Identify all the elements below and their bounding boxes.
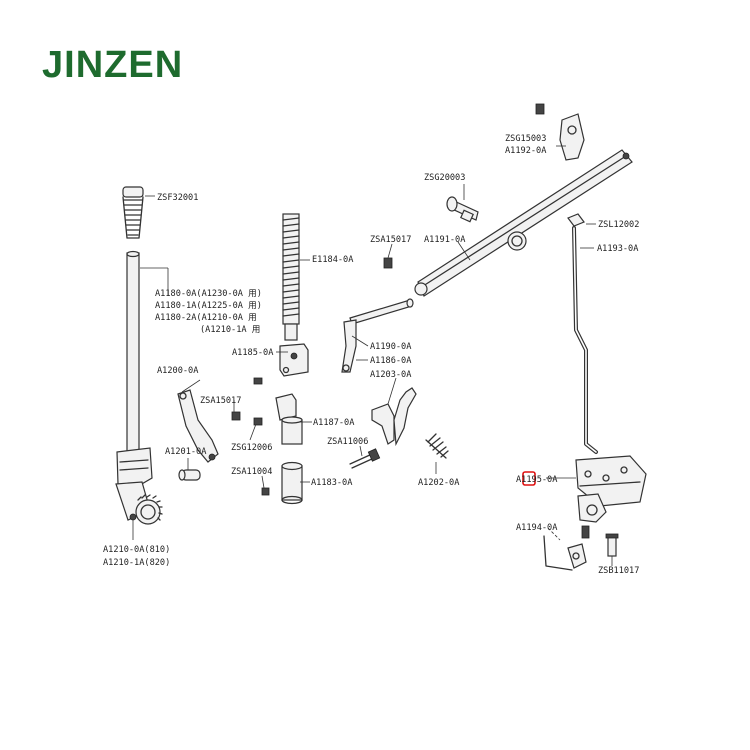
rod-a1180 xyxy=(126,250,140,454)
label-a1187: A1187-0A xyxy=(313,418,355,428)
nut-zsl12002 xyxy=(567,213,585,227)
rod-a1193 xyxy=(572,226,598,454)
clamp-a1192 xyxy=(535,103,585,161)
leader-lines-left xyxy=(132,195,169,540)
label-a1186: A1186-0A xyxy=(370,356,412,366)
label-a1210-1a: A1210-1A(820) xyxy=(103,558,170,568)
pin-a1201 xyxy=(178,469,201,481)
label-a1183: A1183-0A xyxy=(311,478,353,488)
label-a1201: A1201-0A xyxy=(165,447,207,457)
screw-zsb11017 xyxy=(605,533,619,557)
label-zsg15003: ZSG15003 xyxy=(505,134,546,144)
spring-e1184 xyxy=(282,213,300,341)
label-e1184: E1184-0A xyxy=(312,255,354,265)
screw-zsa15017-mid xyxy=(383,257,393,269)
label-zsa11004: ZSA11004 xyxy=(231,467,272,477)
lever-a1203 xyxy=(371,387,417,447)
label-a1180-1a: A1180-1A(A1225-0A 用) xyxy=(155,300,262,311)
brand-logo: JINZEN xyxy=(42,44,184,86)
label-zsg20003: ZSG20003 xyxy=(424,173,465,183)
label-a1185: A1185-0A xyxy=(232,348,274,358)
pin-zsg20003 xyxy=(446,196,479,223)
screws-left xyxy=(231,377,270,496)
label-a1193: A1193-0A xyxy=(597,244,639,254)
rod-a1190 xyxy=(349,298,414,325)
bracket-a1210 xyxy=(115,447,163,525)
part-labels: ZSF32001 A1180-0A(A1230-0A 用) A1180-1A(A… xyxy=(103,134,639,576)
bracket-a1195 xyxy=(575,455,647,523)
leader-lines-right xyxy=(351,145,613,566)
label-a1202: A1202-0A xyxy=(418,478,460,488)
label-zsf32001: ZSF32001 xyxy=(157,193,198,203)
label-a1195: A1195-0A xyxy=(516,475,558,485)
link-a1186 xyxy=(341,319,357,373)
label-a1180-2a: A1180-2A(A1210-0A 用 xyxy=(155,312,257,323)
label-a1180-0a: A1180-0A(A1230-0A 用) xyxy=(155,288,262,299)
link-a1194 xyxy=(543,525,590,571)
spring-a1202 xyxy=(425,433,449,459)
label-zsa11006: ZSA11006 xyxy=(327,437,368,447)
label-zsa15017-left: ZSA15017 xyxy=(200,396,241,406)
screw-zsa11006 xyxy=(349,448,381,469)
block-a1185 xyxy=(279,343,309,377)
label-a1194: A1194-0A xyxy=(516,523,558,533)
post-a1187 xyxy=(275,393,303,445)
label-a1203: A1203-0A xyxy=(370,370,412,380)
label-zsa15017-mid: ZSA15017 xyxy=(370,235,411,245)
label-a1200: A1200-0A xyxy=(157,366,199,376)
lever-a1200 xyxy=(177,389,219,463)
label-zsl12002: ZSL12002 xyxy=(598,220,639,230)
collar-a1183 xyxy=(281,461,303,505)
label-a1210-0a: A1210-0A(810) xyxy=(103,545,170,555)
label-a1191: A1191-0A xyxy=(424,235,466,245)
label-a1180-2a-b: (A1210-1A 用 xyxy=(200,324,260,335)
label-a1192: A1192-0A xyxy=(505,146,547,156)
label-zsb11017: ZSB11017 xyxy=(598,566,639,576)
label-zsg12006: ZSG12006 xyxy=(231,443,272,453)
highlight-marker xyxy=(522,471,536,486)
spring-zsf32001 xyxy=(122,186,144,239)
arm-a1191 xyxy=(414,149,633,297)
leader-lines-mid-left xyxy=(181,259,312,489)
label-a1190: A1190-0A xyxy=(370,342,412,352)
